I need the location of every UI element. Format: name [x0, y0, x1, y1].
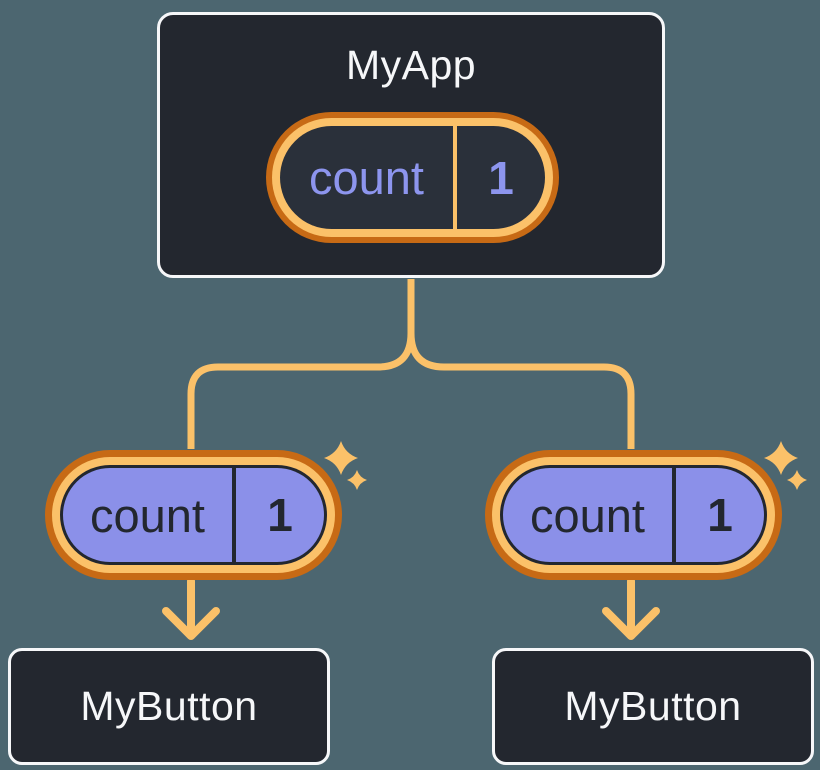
- button-title: MyButton: [564, 683, 742, 729]
- app-component-box: MyApp count 1: [157, 12, 665, 278]
- sparkle-icon: [347, 470, 367, 490]
- prop-pill-core: count 1: [63, 468, 324, 562]
- state-pill-ring: count 1: [272, 118, 553, 237]
- prop-pill-left: count 1: [45, 450, 342, 580]
- app-title: MyApp: [345, 42, 477, 88]
- sparkle-icon: [324, 441, 358, 475]
- pill-divider: [672, 468, 676, 562]
- prop-pill-right: count 1: [485, 450, 782, 580]
- button-component-box-right: MyButton: [492, 648, 814, 765]
- prop-name-label: count: [530, 488, 645, 542]
- app-state-pill: count 1: [266, 112, 559, 243]
- prop-value: 1: [267, 489, 293, 541]
- state-value: 1: [488, 151, 514, 204]
- tree-connector-left: [187, 279, 415, 449]
- prop-value: 1: [707, 489, 733, 541]
- prop-flow-arrow-left: [162, 577, 220, 640]
- prop-flow-arrow-right: [602, 577, 660, 640]
- button-title: MyButton: [80, 683, 258, 729]
- state-name-label: count: [309, 151, 424, 204]
- prop-pill-core: count 1: [503, 468, 764, 562]
- prop-pill-ring: count 1: [52, 457, 335, 573]
- sparkle-icon: [764, 441, 798, 475]
- pill-divider: [453, 126, 457, 229]
- sparkle-icon: [787, 470, 807, 490]
- prop-pill-ring: count 1: [492, 457, 775, 573]
- prop-name-label: count: [90, 488, 205, 542]
- state-pill-core: count 1: [280, 126, 545, 229]
- prop-pill-outline: count 1: [60, 465, 327, 565]
- prop-pill-outline: count 1: [500, 465, 767, 565]
- button-component-box-left: MyButton: [8, 648, 330, 765]
- tree-connector-right: [407, 279, 635, 449]
- pill-divider: [232, 468, 236, 562]
